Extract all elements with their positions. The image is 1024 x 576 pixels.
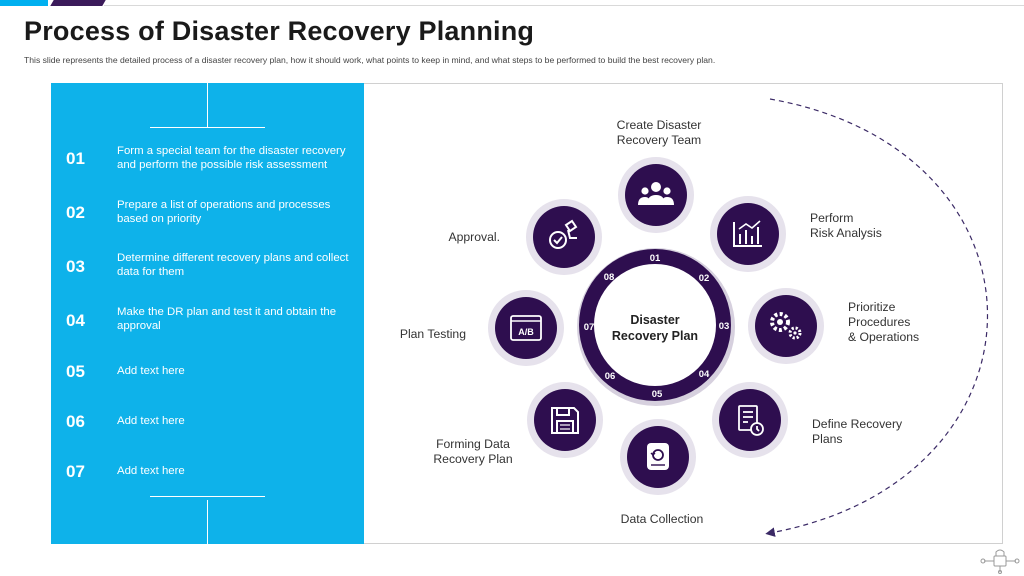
page-subtitle: This slide represents the detailed proce…	[24, 55, 716, 65]
team-icon	[638, 182, 674, 205]
ring-number: 03	[718, 321, 730, 332]
step-text: Add text here	[117, 365, 185, 377]
accent-divider-line	[104, 5, 1024, 6]
step-number: 01	[66, 149, 85, 168]
storage-icon	[647, 443, 669, 470]
node-approval	[526, 199, 602, 275]
ring-number: 02	[698, 273, 710, 284]
panel-bottom-rule	[150, 496, 265, 497]
node-risk-analysis	[710, 196, 786, 272]
center-label-line2: Recovery Plan	[611, 329, 699, 343]
center-label: Disaster Recovery Plan	[600, 312, 710, 344]
node-label-define-plans: Define Recovery Plans	[812, 417, 903, 446]
steps-panel	[51, 83, 364, 544]
page-title: Process of Disaster Recovery Planning	[24, 16, 535, 46]
node-label-data-collection: Data Collection	[620, 512, 704, 526]
step-number: 03	[66, 257, 85, 276]
panel-top-rule	[150, 127, 265, 128]
node-label-risk-analysis: Perform Risk Analysis	[810, 211, 882, 240]
diagram-frame	[364, 83, 1003, 544]
ring-number: 06	[604, 371, 616, 382]
floppy-disk-icon	[551, 407, 579, 434]
top-accent-bar	[0, 0, 1024, 8]
accent-cyan-bar	[0, 0, 48, 6]
step-text: Add text here	[117, 415, 185, 427]
node-label-create-team: Create Disaster Recovery Team	[616, 118, 702, 147]
node-prioritize	[748, 288, 824, 364]
ring-number: 07	[583, 322, 595, 333]
panel-bottom-tick	[207, 500, 208, 544]
step-number: 02	[66, 203, 85, 222]
node-forming-plan	[527, 382, 603, 458]
center-label-line1: Disaster	[630, 313, 680, 327]
ring-number: 04	[698, 369, 710, 380]
svg-text:A/B: A/B	[518, 327, 534, 337]
node-label-forming-plan: Forming Data Recovery Plan	[433, 437, 513, 466]
node-label-prioritize: Prioritize Procedures & Operations	[848, 300, 920, 344]
ring-number: 01	[649, 253, 661, 264]
gears-icon	[770, 312, 802, 340]
node-plan-testing: A/B	[488, 290, 564, 366]
node-label-approval: Approval.	[448, 230, 501, 244]
ab-test-icon: A/B	[510, 315, 542, 341]
step-number: 05	[66, 362, 85, 381]
step-text: Determine different recovery plans and c…	[117, 252, 349, 278]
cycle-dashed-arrow	[765, 98, 988, 537]
ring-number: 08	[603, 272, 615, 283]
step-text: Prepare a list of operations and process…	[117, 199, 331, 225]
step-number: 07	[66, 462, 85, 481]
ring-number: 05	[651, 389, 663, 400]
step-text: Add text here	[117, 465, 185, 477]
node-label-plan-testing: Plan Testing	[399, 327, 466, 341]
step-text: Make the DR plan and test it and obtain …	[117, 306, 337, 332]
document-clock-icon	[738, 405, 764, 436]
analysis-chart-icon	[733, 220, 762, 247]
corner-network-icon	[980, 549, 1020, 574]
step-number: 04	[66, 311, 85, 330]
node-data-collection	[620, 419, 696, 495]
center-ring-hub	[594, 264, 716, 386]
step-number: 06	[66, 412, 85, 431]
panel-top-tick	[207, 83, 208, 127]
approval-stamp-icon	[549, 219, 578, 249]
step-text: Form a special team for the disaster rec…	[117, 145, 346, 171]
node-define-plans	[712, 382, 788, 458]
node-create-team	[618, 157, 694, 233]
